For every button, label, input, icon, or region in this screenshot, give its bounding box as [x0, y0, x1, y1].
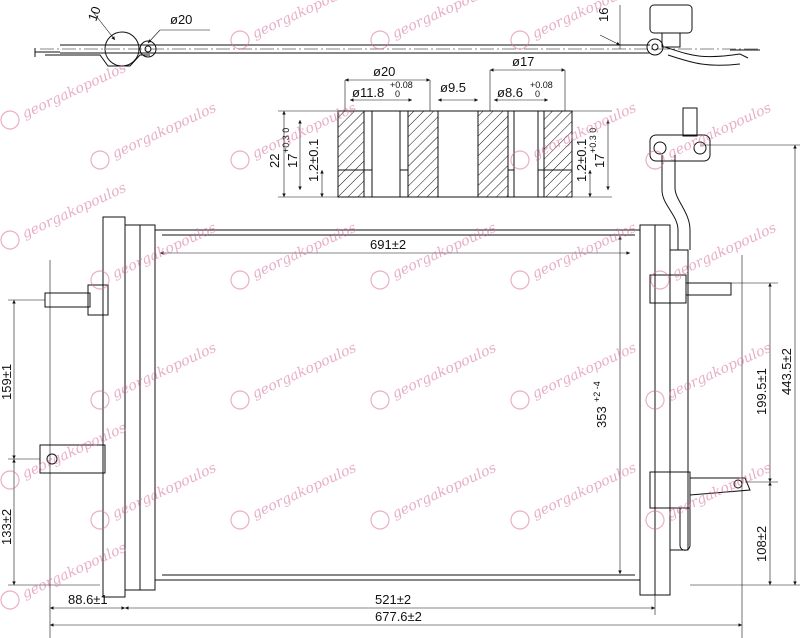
- dim-top-10: 10: [85, 4, 104, 23]
- dim-sec-dia-17: ø17: [512, 54, 534, 69]
- watermark-text: georgakopoulos: [530, 0, 639, 42]
- dim-sec-dia-20: ø20: [373, 64, 395, 79]
- dim-top-16: 16: [596, 8, 611, 22]
- watermark-text: georgakopoulos: [110, 100, 219, 162]
- watermark-text: georgakopoulos: [110, 460, 219, 522]
- dim-bottom-677-6: 677.6±2: [375, 609, 422, 624]
- watermark-text: georgakopoulos: [665, 460, 774, 522]
- dim-sec-17-left-tol: +0.3 0: [281, 128, 291, 153]
- watermark-text: georgakopoulos: [530, 340, 639, 402]
- dim-left-133: 133±2: [0, 509, 14, 545]
- watermark-text: georgakopoulos: [20, 180, 129, 242]
- dim-sec-tol-8-6-lower: 0: [535, 89, 540, 99]
- dim-sec-dia-11-8: ø11.8: [352, 85, 384, 100]
- watermark-text: georgakopoulos: [110, 340, 219, 402]
- watermark-text: georgakopoulos: [390, 460, 499, 522]
- dim-right-199-5: 199.5±1: [754, 368, 769, 415]
- dim-width-691: 691±2: [370, 237, 406, 252]
- top-view: [34, 4, 760, 67]
- watermark-text: georgakopoulos: [390, 0, 499, 42]
- dim-height-353-tol: +2 -4: [592, 381, 602, 402]
- watermark-text: georgakopoulos: [110, 220, 219, 282]
- dim-sec-tol-11-8-lower: 0: [395, 89, 400, 99]
- dim-sec-17-right: 17: [592, 154, 607, 168]
- front-view: [8, 107, 800, 638]
- watermark-text: georgakopoulos: [390, 340, 499, 402]
- dim-sec-tol-8-6-upper: +0.08: [530, 80, 553, 90]
- dim-bottom-88-6: 88.6±1: [68, 592, 108, 607]
- dim-sec-1-2-left: 1.2±0.1: [306, 139, 321, 182]
- dim-sec-17-right-tol: +0.3 0: [588, 128, 598, 153]
- watermark-text: georgakopoulos: [665, 100, 774, 162]
- dim-bottom-521: 521±2: [375, 592, 411, 607]
- dim-sec-dia-9-5: ø9.5: [440, 80, 466, 95]
- dim-sec-22: 22: [267, 154, 282, 168]
- dim-left-159: 159±1: [0, 364, 14, 400]
- dim-right-443-5: 443.5±2: [779, 348, 794, 395]
- dim-height-353: 353: [594, 406, 609, 428]
- dim-sec-1-2-right: 1.2±0.1: [574, 139, 589, 182]
- section-view: [278, 68, 612, 198]
- watermark-text: georgakopoulos: [20, 60, 129, 122]
- dim-sec-tol-11-8-upper: +0.08: [390, 80, 413, 90]
- watermark-text: georgakopoulos: [250, 0, 359, 42]
- dim-top-dia-20: ø20: [170, 12, 192, 27]
- watermark-text: georgakopoulos: [530, 460, 639, 522]
- watermark-text: georgakopoulos: [390, 220, 499, 282]
- dim-right-108: 108±2: [754, 526, 769, 562]
- watermark-text: georgakopoulos: [250, 220, 359, 282]
- watermark-layer: georgakopoulos georgakopoulos georgakopo…: [0, 0, 779, 610]
- watermark-text: georgakopoulos: [250, 460, 359, 522]
- watermark-text: georgakopoulos: [250, 340, 359, 402]
- watermark-text: georgakopoulos: [530, 220, 639, 282]
- dim-sec-dia-8-6: ø8.6: [497, 85, 523, 100]
- watermark-text: georgakopoulos: [670, 220, 779, 282]
- dim-sec-17-left: 17: [285, 154, 300, 168]
